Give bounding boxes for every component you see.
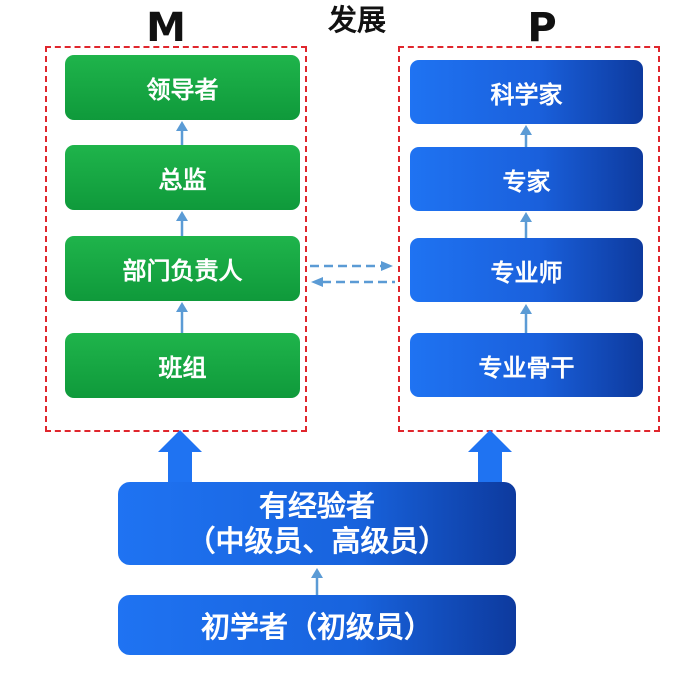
track-transfer-arrows (310, 261, 395, 287)
professional-level-backbone: 专业骨干 (410, 333, 643, 397)
professional-track-frame (398, 46, 660, 432)
experienced-to-management-arrow (158, 430, 202, 482)
experienced-stage-box: 有经验者 （中级员、高级员） (118, 482, 516, 565)
experienced-subtitle: （中级员、高级员） (186, 523, 448, 558)
experienced-to-professional-arrow (468, 430, 512, 482)
management-level-team: 班组 (65, 333, 300, 398)
development-heading: 发展 (327, 3, 386, 37)
beginner-stage-box: 初学者（初级员） (118, 595, 516, 655)
experienced-title: 有经验者 (258, 488, 375, 523)
management-level-director: 总监 (65, 145, 300, 210)
management-level-leader: 领导者 (65, 55, 300, 120)
professional-level-expert: 专家 (410, 147, 643, 211)
beginner-to-experienced-arrow (311, 568, 323, 595)
professional-level-specialist: 专业师 (410, 238, 643, 302)
management-track-heading: M (146, 5, 186, 51)
professional-track-heading: P (527, 5, 557, 51)
professional-level-scientist: 科学家 (410, 60, 643, 124)
management-level-department-head: 部门负责人 (65, 236, 300, 301)
